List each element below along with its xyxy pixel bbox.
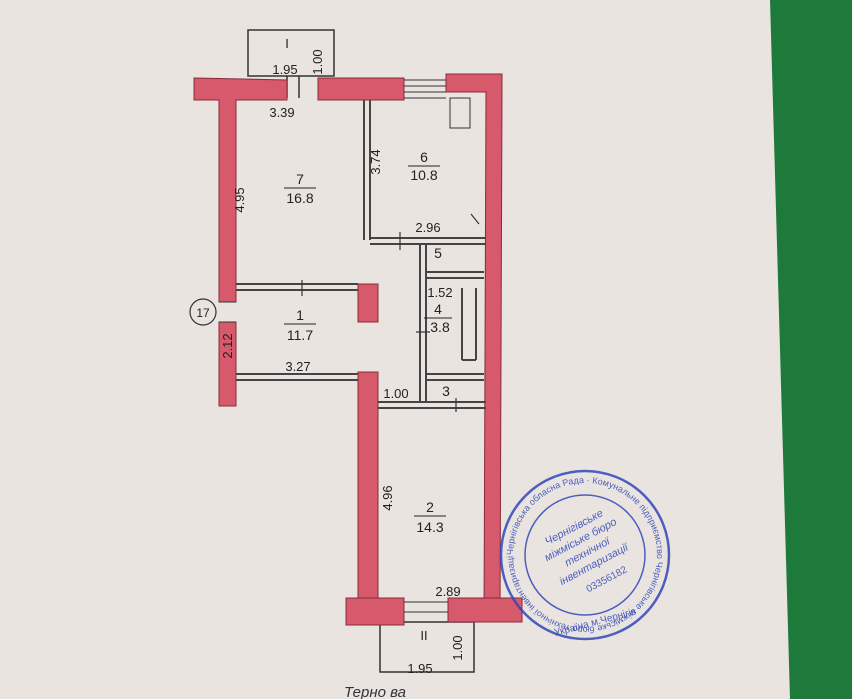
balcony-bottom-id: II (420, 628, 427, 643)
balcony-bottom-depth: 1.00 (450, 635, 465, 660)
room-4-area: 3.8 (430, 319, 450, 335)
dim-top-wall: 3.39 (269, 105, 294, 120)
room-1-area: 11.7 (287, 327, 313, 343)
window-marks (219, 79, 448, 613)
room-1-number: 1 (296, 307, 304, 323)
room-3-number: 3 (442, 383, 450, 399)
dim-room1-height: 2.12 (220, 333, 235, 358)
balcony-top-depth: 1.00 (310, 49, 325, 74)
room-2-area: 14.3 (416, 519, 443, 535)
room-4-number: 4 (434, 301, 442, 317)
room-6-area: 10.8 (410, 167, 437, 183)
footer-text: Терно ва (344, 684, 406, 699)
door-marks (301, 213, 480, 412)
room-2-number: 2 (426, 499, 434, 515)
balcony-top-id: I (285, 36, 289, 51)
dim-room4-width: 1.52 (427, 285, 452, 300)
room-7-number: 7 (296, 171, 304, 187)
balcony-bottom (379, 621, 475, 673)
dim-room2-width: 2.89 (435, 584, 460, 599)
room-6-number: 6 (420, 149, 428, 165)
dim-room2-height: 4.96 (380, 485, 395, 510)
axis-marker-label: 17 (196, 306, 210, 320)
balcony-bottom-width: 1.95 (407, 661, 432, 676)
balcony-top-width: 1.95 (272, 62, 297, 77)
room-7-area: 16.8 (286, 190, 313, 206)
dim-room6-height: 3.74 (368, 149, 383, 174)
axis-marker-circle (189, 298, 217, 326)
dim-corridor-width: 1.00 (383, 386, 408, 401)
interior-partitions (236, 100, 486, 409)
room-5-number: 5 (434, 245, 442, 261)
dim-room6-width: 2.96 (415, 220, 440, 235)
paper (0, 0, 790, 699)
dim-room1-width: 3.27 (285, 359, 310, 374)
dim-room7-height: 4.95 (232, 187, 247, 212)
